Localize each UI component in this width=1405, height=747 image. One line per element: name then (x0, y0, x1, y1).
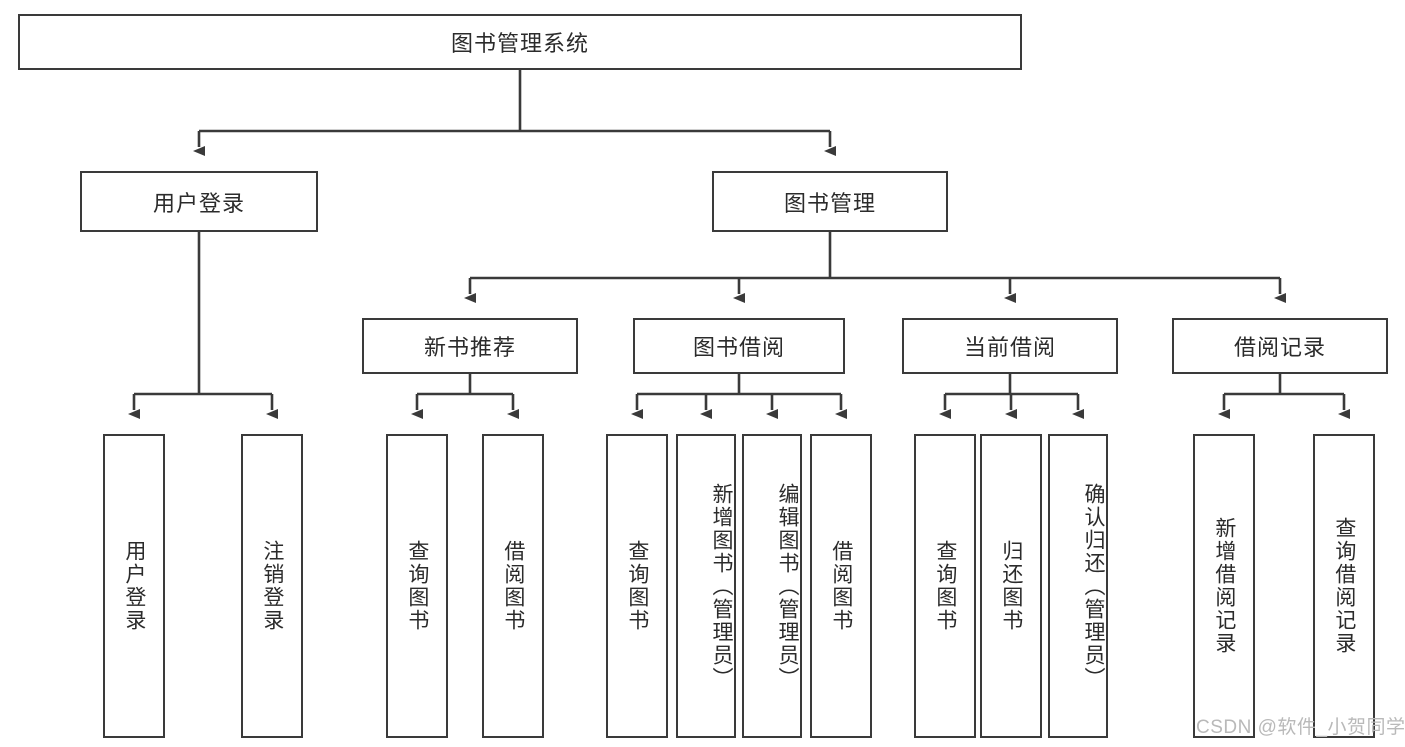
node-l1[interactable]: 用户登录 (103, 434, 165, 738)
node-record[interactable]: 借阅记录 (1172, 318, 1388, 374)
node-l3[interactable]: 查询图书 (386, 434, 448, 738)
watermark-label: CSDN @软件_小贺同学 (1196, 717, 1405, 738)
node-login[interactable]: 用户登录 (80, 171, 318, 232)
node-bookmgmt[interactable]: 图书管理 (712, 171, 948, 232)
node-l11[interactable]: 确认归还（管理员） (1048, 434, 1108, 738)
node-l9[interactable]: 查询图书 (914, 434, 976, 738)
node-current[interactable]: 当前借阅 (902, 318, 1118, 374)
node-borrow[interactable]: 图书借阅 (633, 318, 845, 374)
node-newbook[interactable]: 新书推荐 (362, 318, 578, 374)
node-l13[interactable]: 查询借阅记录 (1313, 434, 1375, 738)
node-l6[interactable]: 新增图书（管理员） (676, 434, 736, 738)
node-root[interactable]: 图书管理系统 (18, 14, 1022, 70)
node-l8[interactable]: 借阅图书 (810, 434, 872, 738)
node-l5[interactable]: 查询图书 (606, 434, 668, 738)
node-l12[interactable]: 新增借阅记录 (1193, 434, 1255, 738)
node-l7[interactable]: 编辑图书（管理员） (742, 434, 802, 738)
node-l2[interactable]: 注销登录 (241, 434, 303, 738)
node-l4[interactable]: 借阅图书 (482, 434, 544, 738)
node-l10[interactable]: 归还图书 (980, 434, 1042, 738)
